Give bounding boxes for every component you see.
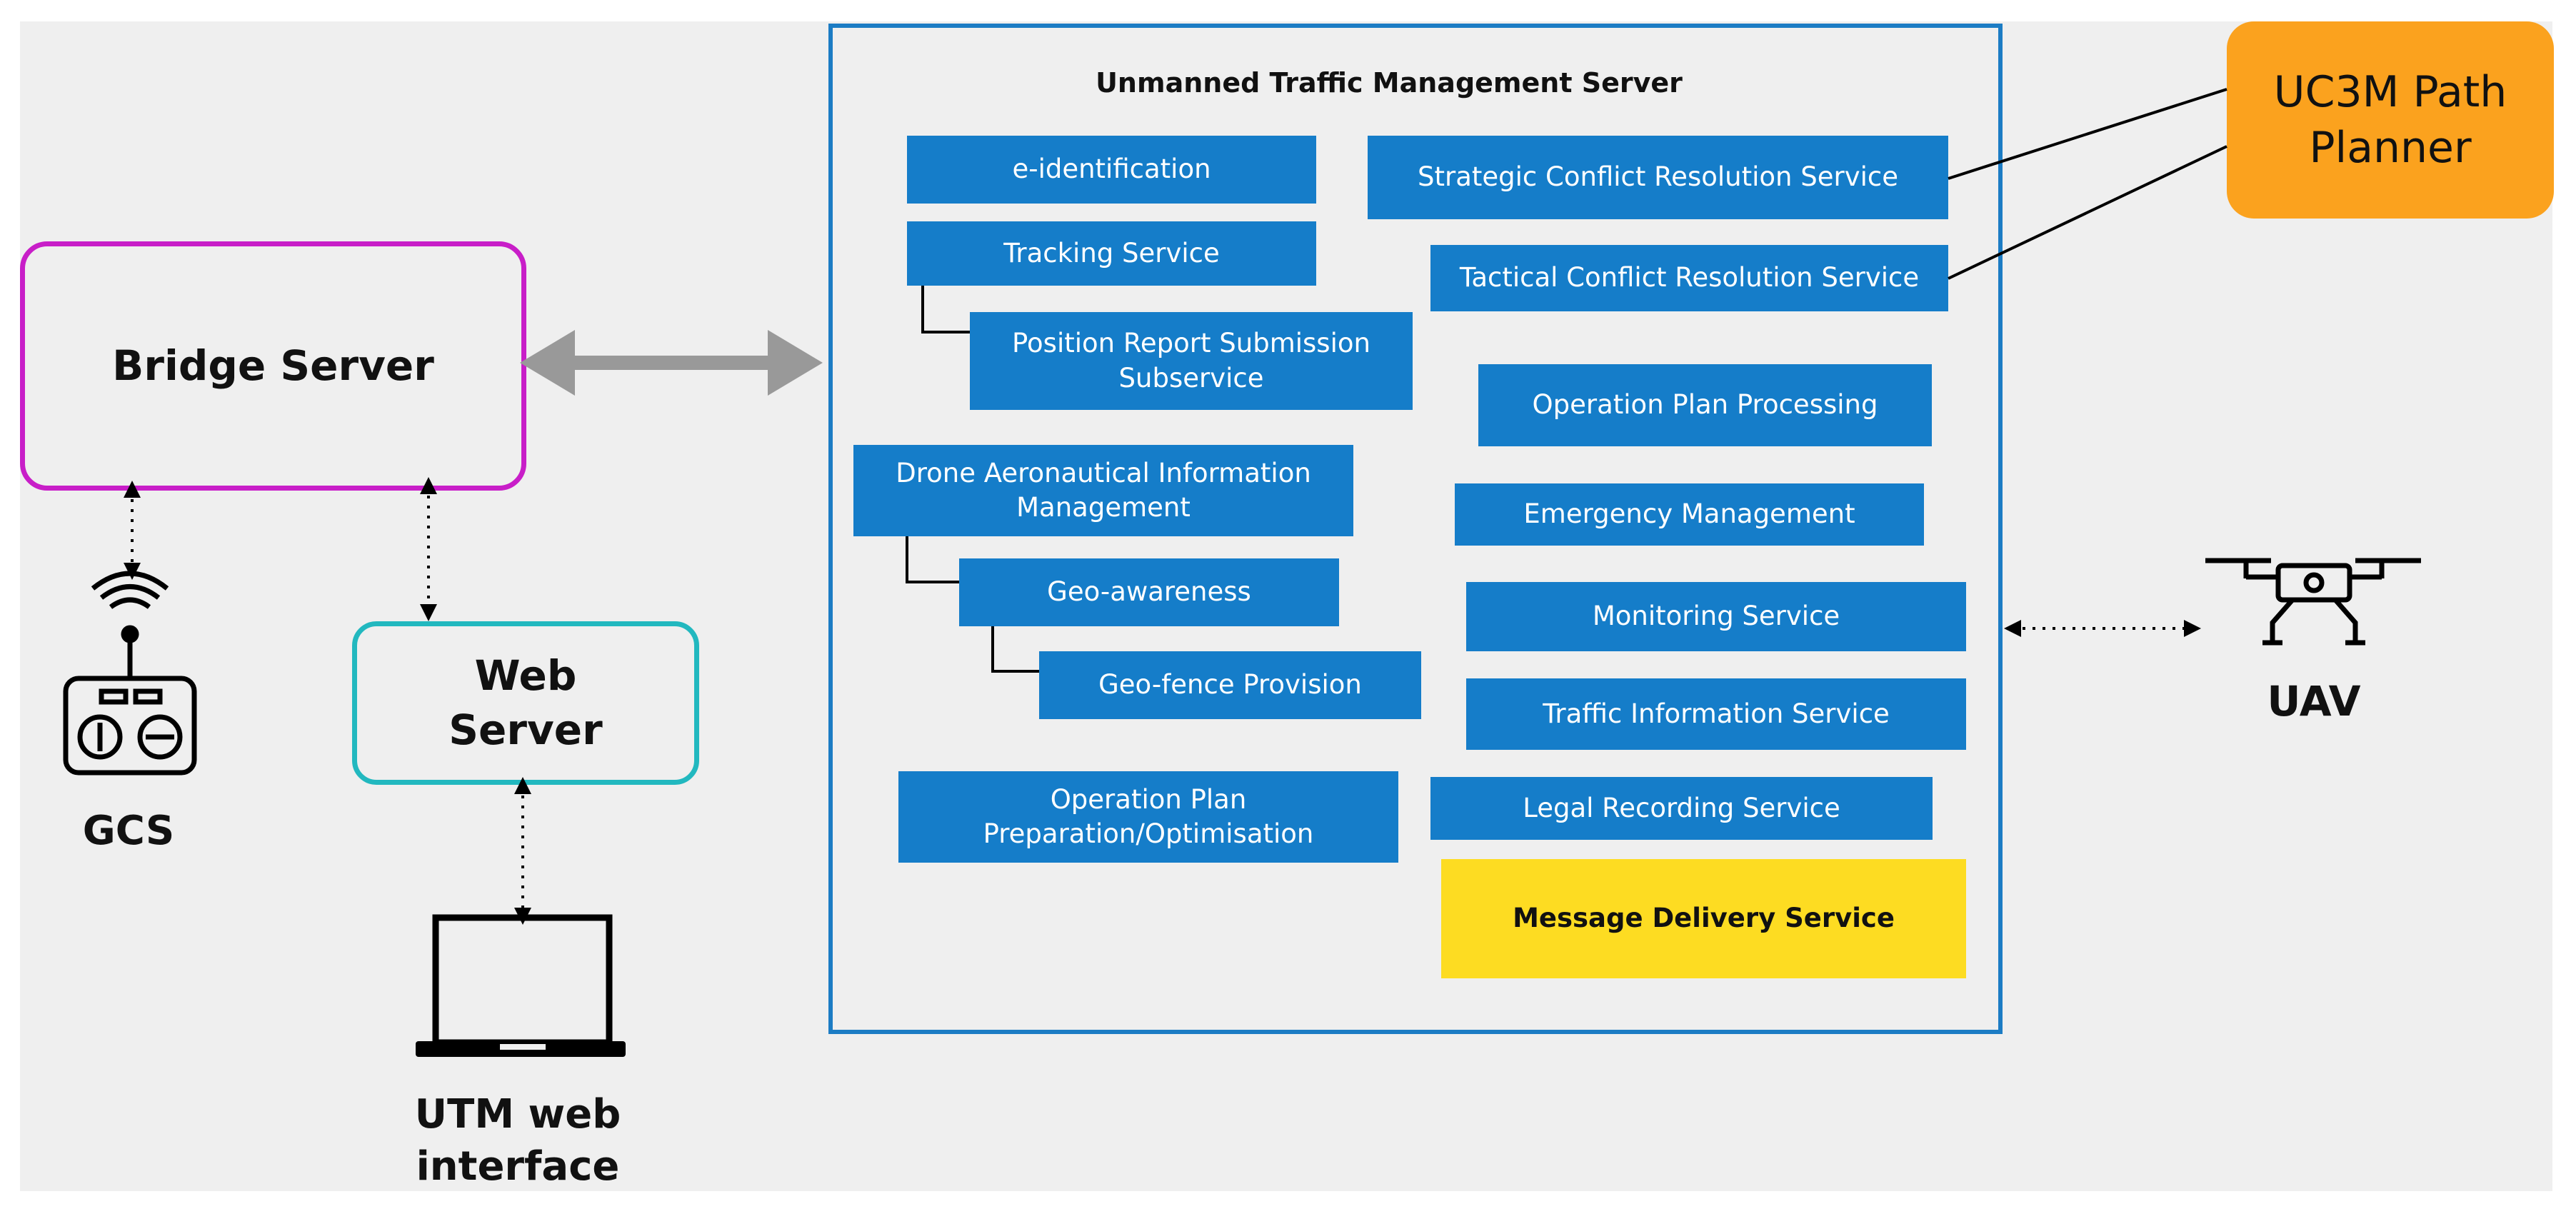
web-server-box: Web Server (352, 621, 699, 785)
path-planner-box: UC3M Path Planner (2227, 21, 2554, 219)
daim-service: Drone Aeronautical Information Managemen… (853, 445, 1353, 536)
utm-server-box (828, 24, 2003, 1034)
geo-awareness-service: Geo-awareness (959, 558, 1339, 626)
bridge-server-box: Bridge Server (20, 241, 526, 491)
bridge-server-title: Bridge Server (112, 341, 434, 390)
strategic-label: Strategic Conflict Resolution Service (1418, 161, 1898, 193)
web-interface-label: UTM web interface (379, 1089, 657, 1193)
op-plan-preparation-service: Operation Plan Preparation/Optimisation (898, 771, 1398, 863)
traffic-info-label: Traffic Information Service (1543, 698, 1890, 729)
planner-strategic-line (1948, 88, 2227, 180)
daim-to-geo-awareness-connector (906, 536, 959, 583)
position-report-label-1: Position Report Submission (1012, 328, 1370, 359)
op-plan-processing-service: Operation Plan Processing (1478, 364, 1932, 446)
strategic-conflict-service: Strategic Conflict Resolution Service (1368, 136, 1948, 219)
tactical-label: Tactical Conflict Resolution Service (1459, 262, 1920, 294)
tracking-service: Tracking Service (907, 221, 1316, 286)
tactical-conflict-service: Tactical Conflict Resolution Service (1430, 245, 1948, 311)
op-plan-prep-label-1: Operation Plan (1050, 783, 1247, 815)
gcs-controller-icon (63, 571, 197, 776)
utm-server-title: Unmanned Traffic Management Server (1096, 67, 1683, 99)
geo-fence-service: Geo-fence Provision (1039, 651, 1421, 719)
op-plan-prep-label-2: Preparation/Optimisation (983, 818, 1314, 849)
position-report-label-2: Subservice (1118, 362, 1264, 393)
emergency-label: Emergency Management (1523, 498, 1855, 530)
monitoring-label: Monitoring Service (1592, 601, 1840, 632)
daim-label-1: Drone Aeronautical Information (896, 457, 1311, 488)
tracking-label: Tracking Service (1003, 237, 1220, 269)
web-interface-label-2: interface (416, 1143, 620, 1190)
gcs-label: GCS (82, 808, 175, 854)
e-identification-label: e-identification (1012, 154, 1211, 185)
traffic-information-service: Traffic Information Service (1466, 678, 1966, 750)
bridge-utm-double-arrow (520, 330, 823, 396)
planner-tactical-line (1948, 145, 2227, 280)
monitoring-service: Monitoring Service (1466, 582, 1966, 651)
legal-recording-service: Legal Recording Service (1430, 777, 1933, 840)
web-server-title-2: Server (448, 705, 603, 754)
path-planner-title-2: Planner (2309, 123, 2472, 173)
e-identification-service: e-identification (907, 136, 1316, 204)
tracking-to-position-connector (921, 286, 970, 333)
laptop-icon (416, 914, 626, 1057)
uav-label: UAV (2267, 677, 2361, 726)
message-delivery-service: Message Delivery Service (1441, 859, 1966, 978)
path-planner-title-1: UC3M Path (2273, 67, 2507, 117)
position-report-subservice: Position Report Submission Subservice (970, 312, 1413, 410)
uav-drone-icon (2205, 558, 2421, 646)
emergency-management-service: Emergency Management (1455, 483, 1924, 546)
web-interface-label-1: UTM web (414, 1091, 621, 1138)
message-delivery-label: Message Delivery Service (1513, 903, 1895, 934)
geo-awareness-to-geo-fence-connector (991, 626, 1039, 673)
op-plan-processing-label: Operation Plan Processing (1532, 389, 1878, 421)
legal-recording-label: Legal Recording Service (1523, 792, 1840, 823)
web-server-title-1: Web (474, 651, 577, 701)
daim-label-2: Management (1016, 492, 1191, 523)
geo-fence-label: Geo-fence Provision (1098, 669, 1362, 701)
geo-awareness-label: Geo-awareness (1047, 576, 1251, 608)
